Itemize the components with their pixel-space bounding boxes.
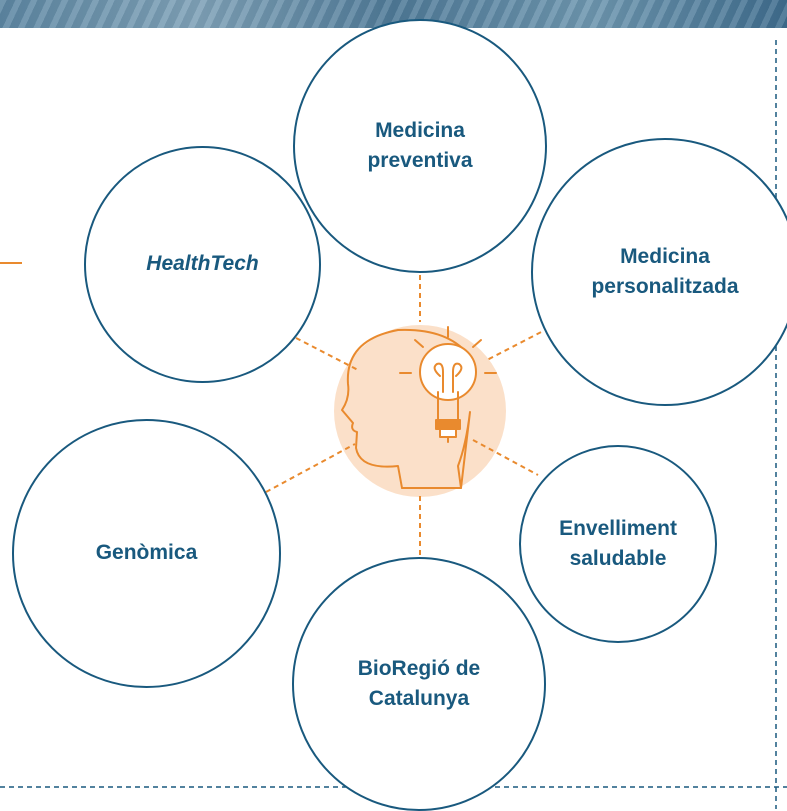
node-preventive-medicine: Medicina preventiva <box>293 19 547 273</box>
connector-aging <box>472 439 539 476</box>
connector-personalized <box>486 327 550 361</box>
header-photo-band <box>0 0 787 28</box>
node-genomics-label: Genòmica <box>95 541 198 565</box>
node-personalized-medicine: Medicina personalitzada <box>531 138 787 406</box>
node-bioregion-label: BioRegió de Catalunya <box>357 656 481 710</box>
node-aging-label: Envelliment saludable <box>559 516 677 570</box>
node-bioregion: BioRegió de Catalunya <box>292 557 546 811</box>
head-lightbulb-icon <box>341 326 497 489</box>
node-healthtech: HealthTech <box>84 146 321 383</box>
connector-genomics <box>265 443 356 493</box>
center-highlight <box>334 325 506 497</box>
node-healthy-aging: Envelliment saludable <box>519 445 717 643</box>
node-personalized-label: Medicina personalitzada <box>591 244 739 298</box>
connector-healthtech <box>295 337 359 371</box>
node-healthtech-label: HealthTech <box>146 252 259 276</box>
node-genomics: Genòmica <box>12 419 281 688</box>
node-preventive-label: Medicina preventiva <box>367 118 473 172</box>
